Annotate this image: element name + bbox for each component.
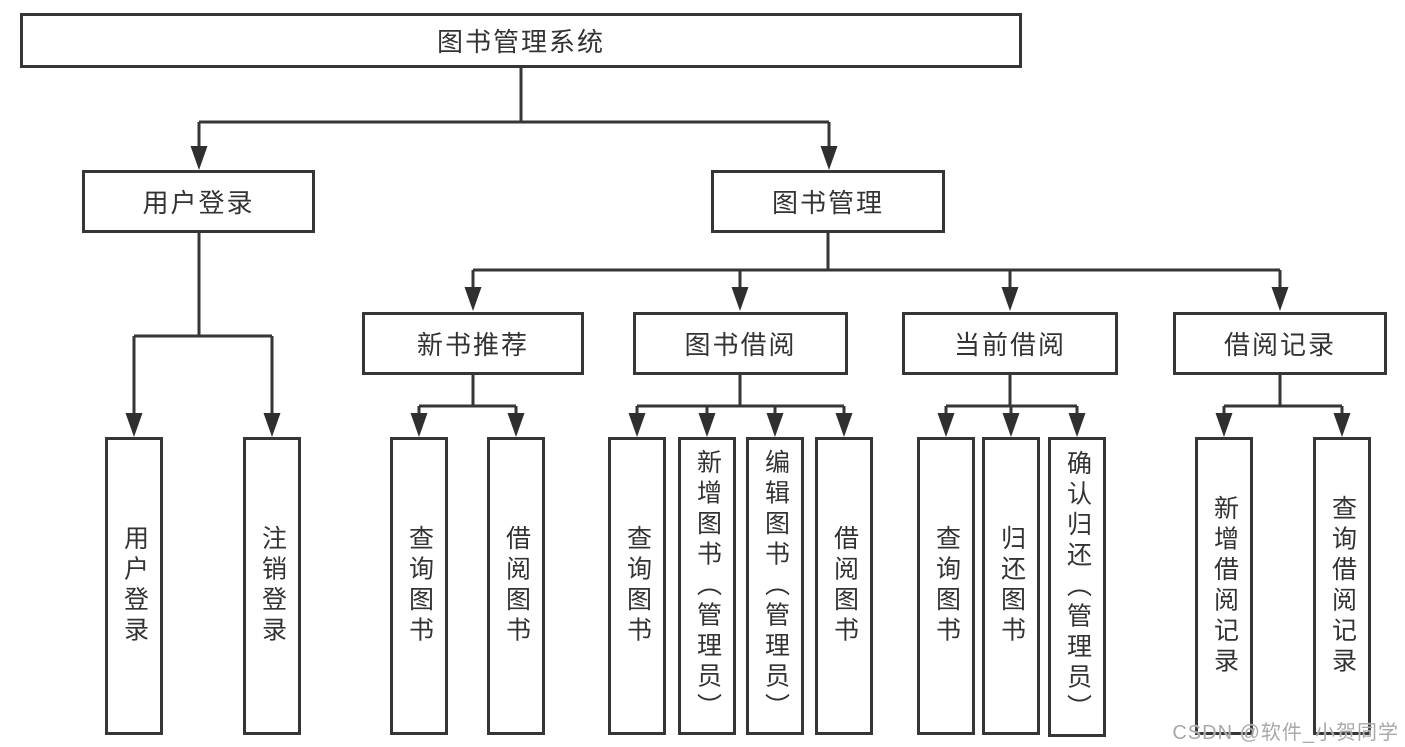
leaf-logout: 注销登录 <box>243 437 301 735</box>
leaf-label: 编辑图书（管理员） <box>761 448 790 724</box>
leaf-borrow-query-books: 查询图书 <box>608 437 666 735</box>
leaf-current-query-books: 查询图书 <box>917 437 975 735</box>
leaf-label: 归还图书 <box>997 525 1026 647</box>
node-borrow-records: 借阅记录 <box>1173 312 1387 375</box>
leaf-label: 查询图书 <box>405 525 434 647</box>
node-library-system: 图书管理系统 <box>20 13 1022 68</box>
leaf-label: 借阅图书 <box>830 525 859 647</box>
leaf-borrow-books: 借阅图书 <box>815 437 873 735</box>
leaf-label: 注销登录 <box>258 525 287 647</box>
leaf-user-login: 用户登录 <box>105 437 163 735</box>
leaf-label: 查询借阅记录 <box>1328 494 1357 678</box>
node-user-login: 用户登录 <box>82 170 315 233</box>
leaf-label: 新增图书（管理员） <box>693 448 722 724</box>
leaf-label: 确认归还（管理员） <box>1063 449 1092 725</box>
node-current-borrow: 当前借阅 <box>902 312 1118 375</box>
leaf-recommend-borrow-books: 借阅图书 <box>487 437 545 735</box>
leaf-edit-books-admin: 编辑图书（管理员） <box>746 437 804 735</box>
leaf-label: 借阅图书 <box>502 525 531 647</box>
csdn-watermark: CSDN @软件_小贺同学 <box>1172 722 1399 744</box>
node-new-book-recommend: 新书推荐 <box>362 312 584 375</box>
leaf-confirm-return-admin: 确认归还（管理员） <box>1048 437 1106 737</box>
leaf-label: 查询图书 <box>623 525 652 647</box>
leaf-label: 新增借阅记录 <box>1210 494 1239 678</box>
leaf-recommend-query-books: 查询图书 <box>390 437 448 735</box>
leaf-add-borrow-record: 新增借阅记录 <box>1195 437 1253 735</box>
leaf-query-borrow-record: 查询借阅记录 <box>1313 437 1371 735</box>
leaf-label: 查询图书 <box>932 525 961 647</box>
leaf-label: 用户登录 <box>120 525 149 647</box>
node-book-borrow: 图书借阅 <box>633 312 848 375</box>
leaf-return-books: 归还图书 <box>982 437 1040 735</box>
node-book-management: 图书管理 <box>711 170 945 233</box>
leaf-add-books-admin: 新增图书（管理员） <box>678 437 736 735</box>
